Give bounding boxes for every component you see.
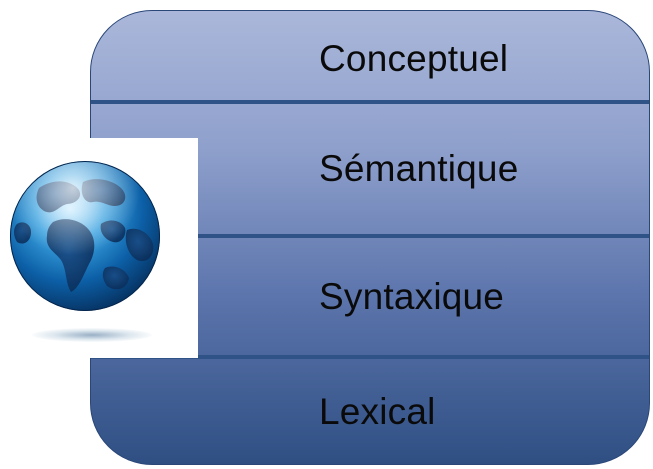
layer-stack: Conceptuel Sémantique Syntaxique Lexical	[90, 10, 650, 465]
layer-lexical: Lexical	[91, 358, 649, 464]
layer-label: Syntaxique	[319, 275, 505, 317]
globe-shadow	[32, 328, 152, 342]
layer-divider	[91, 234, 649, 238]
layer-divider	[91, 100, 649, 104]
layer-label: Lexical	[319, 391, 436, 432]
layer-syntaxique: Syntaxique	[91, 237, 649, 356]
globe-card	[0, 138, 198, 358]
globe-icon	[10, 161, 160, 311]
layer-divider	[91, 355, 649, 359]
layer-label: Conceptuel	[319, 38, 509, 79]
layer-semantique: Sémantique	[91, 103, 649, 235]
layer-conceptuel: Conceptuel	[91, 11, 649, 101]
layer-label: Sémantique	[319, 148, 519, 189]
